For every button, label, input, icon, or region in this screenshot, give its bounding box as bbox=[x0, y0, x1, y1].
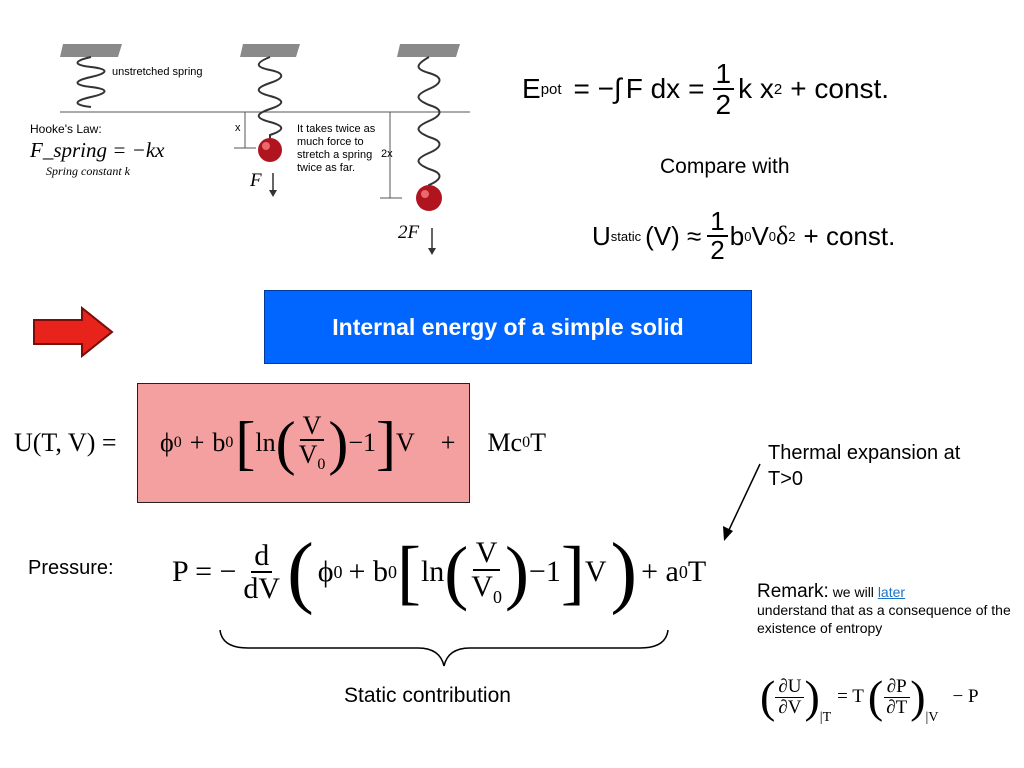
pressure-right-bracket: ] bbox=[560, 532, 585, 612]
subscript-t: |T bbox=[819, 710, 832, 725]
b-zero-subscript: 0 bbox=[225, 434, 234, 451]
b-symbol: b bbox=[729, 220, 745, 251]
phi-symbol: ϕ bbox=[160, 428, 174, 457]
pressure-phi-subscript: 0 bbox=[333, 561, 343, 582]
integrand: F dx bbox=[625, 73, 681, 104]
static-subscript: static bbox=[610, 228, 642, 244]
pressure-b-subscript: 0 bbox=[387, 561, 397, 582]
minus-one-term: −1 bbox=[348, 428, 376, 457]
minus-p: − P bbox=[952, 686, 979, 707]
later-link[interactable]: later bbox=[877, 584, 906, 600]
phi-subscript: 0 bbox=[173, 434, 182, 451]
epot-subscript: pot bbox=[540, 80, 562, 98]
dp-dt-fraction: ∂P∂T bbox=[883, 676, 910, 718]
remark-prefix: we will bbox=[832, 584, 874, 600]
thermal-expansion-note: Thermal expansion at T>0 bbox=[768, 442, 961, 490]
u-tv-lhs: U(T, V) = bbox=[14, 428, 117, 457]
spring-constant-label: Spring constant k bbox=[46, 164, 130, 178]
remark-block: Remark: we will later understand that as… bbox=[757, 581, 1021, 637]
subscript-v: |V bbox=[925, 710, 939, 725]
identity-left-paren-2: ( bbox=[867, 671, 884, 722]
pressure-a-subscript: 0 bbox=[678, 561, 688, 582]
delta-symbol: δ bbox=[776, 221, 789, 250]
v-symbol: V bbox=[751, 220, 769, 251]
twice-force-note: It takes twice as much force to stretch … bbox=[297, 123, 376, 174]
right-paren: ) bbox=[328, 410, 349, 476]
pressure-phi: ϕ bbox=[317, 555, 334, 588]
hooke-law-title: Hooke's Law: bbox=[30, 122, 102, 136]
pressure-left-paren: ( bbox=[444, 532, 469, 612]
identity-right-paren-1: ) bbox=[804, 671, 820, 722]
outer-left-paren: ( bbox=[287, 528, 314, 616]
squared-exponent: 2 bbox=[773, 80, 783, 98]
left-bracket: [ bbox=[235, 410, 256, 476]
pressure-minus-one: −1 bbox=[528, 555, 561, 588]
k-x-term: k x bbox=[738, 73, 774, 104]
left-paren: ( bbox=[275, 410, 296, 476]
thermodynamic-identity: ( ∂U∂V ) |T = T ( ∂P∂T ) |V − P bbox=[760, 662, 979, 732]
compare-with-label: Compare with bbox=[660, 155, 790, 178]
b-subscript: 0 bbox=[744, 228, 752, 244]
unstretched-spring-label: unstretched spring bbox=[112, 66, 203, 78]
equals-t: = T bbox=[837, 686, 864, 707]
spring-illustration bbox=[60, 44, 470, 255]
const-term: + const. bbox=[790, 73, 890, 104]
du-dv-fraction: ∂U∂V bbox=[775, 676, 805, 718]
static-contribution-label: Static contribution bbox=[344, 684, 511, 707]
plus-sign: + bbox=[189, 428, 205, 457]
thermal-expansion-arrow-icon bbox=[723, 463, 761, 541]
u-static-symbol: U bbox=[592, 220, 611, 251]
identity-left-paren-1: ( bbox=[760, 671, 776, 722]
identity-right-paren-2: ) bbox=[910, 671, 926, 722]
epot-symbol: E bbox=[522, 73, 541, 104]
static-const-term: + const. bbox=[803, 220, 896, 251]
pressure-label: Pressure: bbox=[28, 557, 114, 579]
mc-term: Mc bbox=[487, 428, 523, 457]
internal-energy-title-box: Internal energy of a simple solid bbox=[264, 290, 752, 364]
right-bracket: ] bbox=[376, 410, 396, 476]
pressure-left-bracket: [ bbox=[396, 532, 421, 612]
ln-function: ln bbox=[255, 428, 276, 457]
pressure-plus-a: + a bbox=[641, 555, 679, 588]
right-arrow-icon bbox=[33, 306, 114, 358]
pressure-volume: V bbox=[584, 555, 607, 588]
b-zero-symbol: b bbox=[212, 428, 226, 457]
two-force-label: 2F bbox=[398, 222, 420, 243]
outer-right-paren: ) bbox=[610, 528, 638, 616]
remark-heading: Remark: bbox=[757, 581, 829, 602]
two-x-label: 2x bbox=[381, 148, 393, 160]
pressure-ln: ln bbox=[420, 555, 445, 588]
x-label: x bbox=[235, 122, 241, 134]
hooke-law-figure: unstretched spring Hooke's Law: F_spring… bbox=[30, 40, 480, 270]
hooke-law-formula: F_spring = −kx bbox=[30, 138, 165, 162]
force-label: F bbox=[250, 170, 262, 191]
pressure-temperature: T bbox=[687, 555, 707, 588]
static-contribution-brace bbox=[219, 629, 669, 667]
static-energy-highlight bbox=[137, 383, 470, 503]
volume-term: V bbox=[395, 428, 415, 457]
volume-argument: (V) ≈ bbox=[645, 220, 702, 251]
temperature-term: T bbox=[530, 428, 546, 457]
remark-text: understand that as a consequence of the … bbox=[757, 602, 1011, 636]
internal-energy-title: Internal energy of a simple solid bbox=[332, 313, 684, 340]
integral-sign: = −∫ bbox=[573, 73, 622, 104]
equals-sign: = bbox=[688, 73, 705, 104]
pressure-right-paren: ) bbox=[504, 532, 529, 612]
delta-exponent: 2 bbox=[788, 228, 796, 244]
mc-subscript: 0 bbox=[522, 434, 531, 451]
plus-sign-2: + bbox=[440, 428, 456, 457]
v-subscript: 0 bbox=[768, 228, 777, 244]
pressure-plus-b: + b bbox=[348, 555, 388, 588]
pressure-lhs: P = − bbox=[172, 555, 237, 588]
